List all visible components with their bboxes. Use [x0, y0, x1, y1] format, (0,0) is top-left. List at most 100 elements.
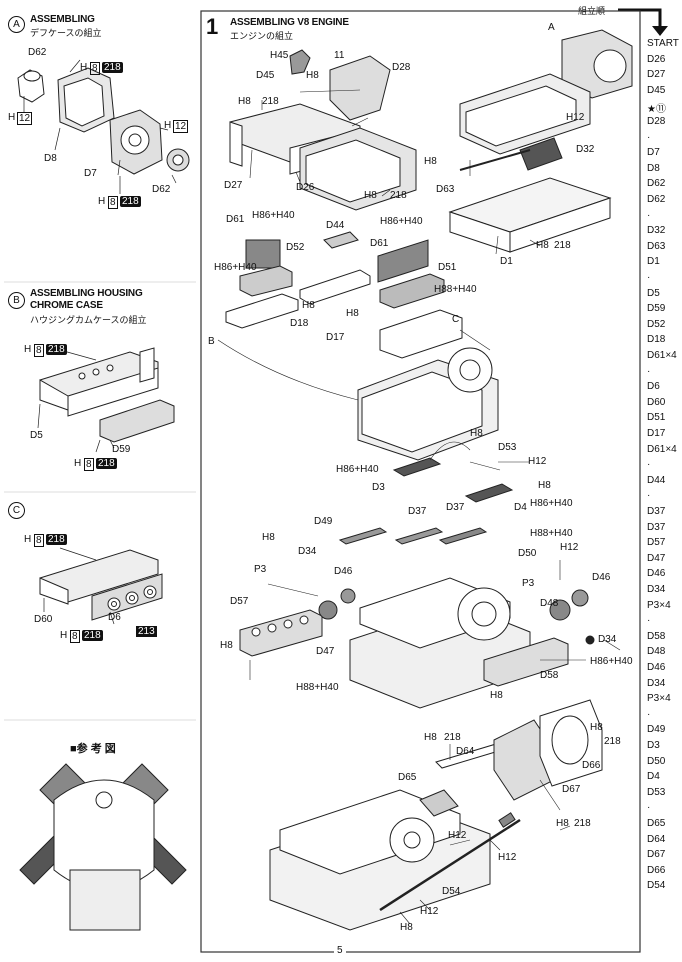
- main-subtitle: エンジンの組立: [230, 31, 294, 41]
- callout-circle-c: C: [452, 314, 460, 325]
- section-a-heading: A: [8, 14, 25, 33]
- callout: D34: [298, 546, 317, 557]
- order-item: D32: [647, 225, 666, 237]
- order-item: D34: [647, 677, 666, 689]
- callout: D48: [540, 598, 559, 609]
- callout: H86+H40: [380, 216, 423, 227]
- order-item: D6: [647, 381, 660, 393]
- callout: H8: [302, 300, 315, 311]
- label-218: 218: [46, 534, 67, 545]
- callout: D52: [286, 242, 305, 253]
- page-number: 5: [334, 945, 346, 956]
- callout: H12: [498, 852, 517, 863]
- section-c-mark: C: [8, 502, 25, 519]
- order-item: D34: [647, 584, 666, 595]
- callout: D32: [576, 144, 595, 155]
- callout: 11: [334, 50, 345, 61]
- callout-circle-a: A: [548, 22, 555, 33]
- callout: 218: [444, 732, 461, 743]
- order-item: D53: [647, 786, 666, 798]
- order-item: D46: [647, 568, 666, 580]
- callout: D54: [442, 886, 461, 897]
- callout: H8: [536, 240, 549, 251]
- label-213: 213: [136, 626, 157, 637]
- callout: D26: [296, 182, 315, 193]
- order-item: D28: [647, 116, 666, 127]
- label-h: H: [24, 344, 32, 355]
- callout: D46: [592, 572, 611, 583]
- order-item: D5: [647, 287, 660, 299]
- callout: D49: [314, 516, 333, 527]
- callout: 218: [262, 96, 279, 107]
- label-h: H: [8, 112, 16, 123]
- callout: D67: [562, 784, 581, 795]
- callout: H86+H40: [336, 464, 379, 475]
- label-d5: D5: [30, 430, 43, 441]
- order-item: ·: [647, 131, 651, 143]
- label-8: 8: [90, 62, 100, 75]
- label-d59: D59: [112, 444, 131, 455]
- order-item: D58: [647, 630, 666, 642]
- order-item: D3: [647, 740, 660, 751]
- callout: H8: [538, 480, 551, 491]
- label-8: 8: [34, 344, 44, 357]
- callout: D64: [456, 746, 475, 757]
- order-item: ·: [647, 802, 651, 814]
- order-item: D8: [647, 162, 660, 174]
- order-item: ·: [647, 272, 651, 283]
- callout: D4: [514, 502, 527, 513]
- label-d60: D60: [34, 614, 53, 625]
- order-item: ·: [647, 365, 651, 377]
- order-item: D45: [647, 84, 666, 96]
- order-item: D37: [647, 521, 666, 533]
- order-item: ·: [647, 708, 651, 720]
- order-item: D51: [647, 412, 666, 424]
- callout: D47: [316, 646, 335, 657]
- callout: D27: [224, 180, 243, 191]
- callout: H45: [270, 50, 289, 61]
- callout: D1: [500, 256, 513, 267]
- order-item: D63: [647, 240, 666, 252]
- order-item: D61×4: [647, 350, 677, 361]
- order-item: D1: [647, 256, 660, 268]
- order-item: D62: [647, 178, 666, 190]
- callout: D3: [372, 482, 385, 493]
- order-item: D64: [647, 833, 666, 845]
- label-12: 12: [17, 112, 33, 125]
- label-h: H: [24, 534, 32, 545]
- label-d62: D62: [28, 47, 47, 58]
- callout: D65: [398, 772, 417, 783]
- order-item: START: [647, 38, 679, 49]
- section-b-subtitle: ハウジングカムケースの組立: [30, 315, 147, 325]
- callout: P3: [254, 564, 267, 575]
- order-item: P3×4: [647, 599, 671, 611]
- order-item: D57: [647, 537, 666, 549]
- order-item: D47: [647, 552, 666, 564]
- order-item: D44: [647, 474, 666, 486]
- callout: 218: [390, 190, 407, 201]
- order-item: D59: [647, 303, 666, 315]
- callout: H8: [220, 640, 233, 651]
- section-b-heading: B: [8, 290, 25, 309]
- callout: D57: [230, 596, 249, 607]
- step-number: 1: [206, 14, 219, 39]
- order-item: D61×4: [647, 443, 677, 455]
- order-item: D60: [647, 396, 666, 408]
- callout: H8: [556, 818, 569, 829]
- order-item: D65: [647, 818, 666, 829]
- label-d8: D8: [44, 153, 57, 164]
- order-item: ·: [647, 615, 651, 627]
- label-h: H: [80, 62, 88, 73]
- label-12: 12: [173, 120, 189, 133]
- callout: H88+H40: [530, 528, 573, 539]
- callout: H12: [448, 830, 467, 841]
- order-item: D67: [647, 849, 666, 861]
- order-item: D50: [647, 755, 666, 767]
- main-title: ASSEMBLING V8 ENGINE: [230, 17, 349, 28]
- section-b-title-2: CHROME CASE: [30, 300, 103, 311]
- label-d62: D62: [152, 184, 171, 195]
- callout: H8: [470, 428, 483, 439]
- order-item: D27: [647, 69, 666, 81]
